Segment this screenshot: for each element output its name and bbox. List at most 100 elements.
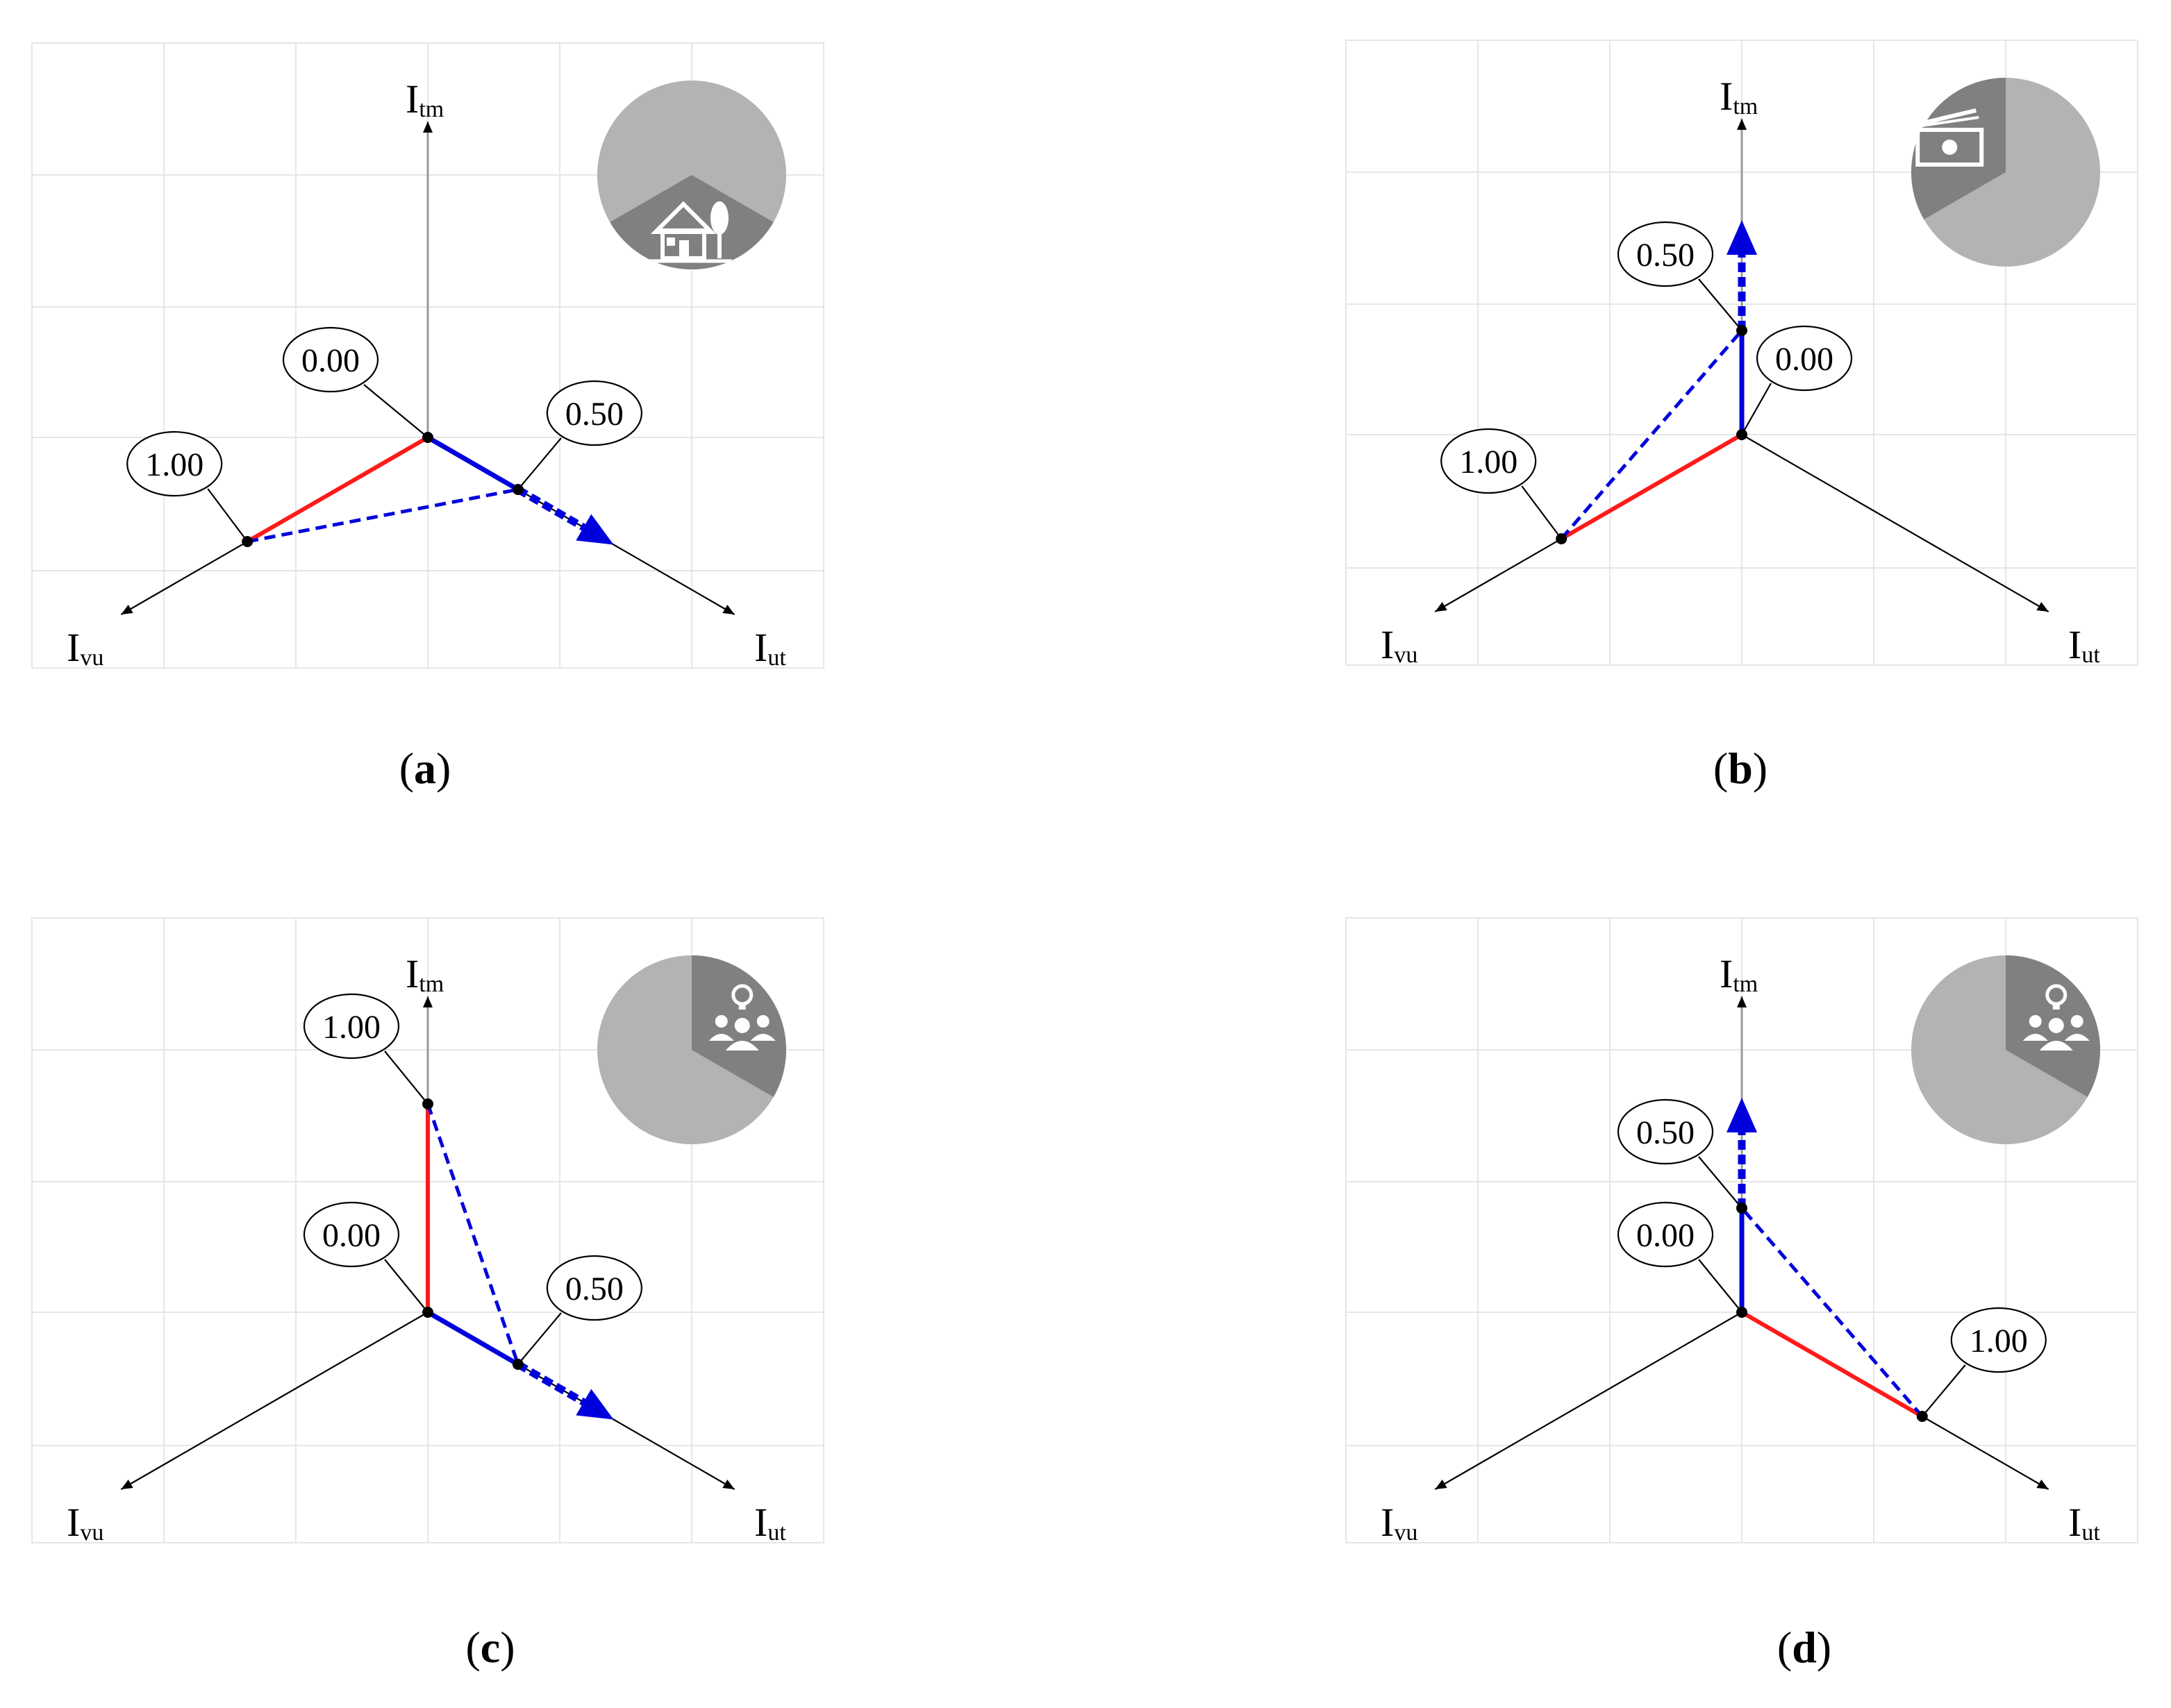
axis-label-ut: Iut (754, 625, 786, 671)
axis-label-tm: Itm (1720, 74, 1758, 119)
axis-ut (1741, 434, 2049, 612)
value-label-text: 1.00 (1970, 1323, 2028, 1359)
value-label-text: 0.00 (1775, 341, 1833, 378)
house-icon (649, 201, 732, 263)
axis-label-vu: Ivu (1381, 622, 1417, 668)
value-label-text: 0.50 (565, 396, 624, 433)
red-segment (1740, 1310, 1924, 1418)
person-center-head (734, 1018, 750, 1033)
axis-label-ut-sub: ut (767, 1520, 786, 1546)
direction-arrow-shaft (516, 1361, 590, 1409)
axis-label-vu: Ivu (1381, 1500, 1417, 1546)
person-right-head (2070, 1015, 2083, 1028)
value-label: 1.00 (303, 993, 429, 1105)
bulb-base (738, 1004, 746, 1010)
value-label-ellipse (303, 993, 400, 1060)
caption-d: (d) (1777, 1623, 1832, 1672)
axis-label-tm-sub: tm (1733, 971, 1758, 997)
value-label-text: 0.50 (565, 1271, 624, 1307)
direction-arrow-shaft (516, 486, 590, 534)
person-left-body (2022, 1034, 2048, 1041)
axis-arrow-tm (1737, 996, 1747, 1007)
axis-arrow-ut (2036, 1479, 2049, 1489)
value-label: 0.50 (1617, 221, 1742, 331)
team-idea-icon (2022, 984, 2090, 1050)
house-door (679, 240, 689, 258)
axis-arrow-tm (1737, 119, 1747, 130)
value-label-ellipse (1617, 1098, 1714, 1165)
frame (1345, 40, 2138, 666)
value-label: 1.00 (126, 430, 249, 542)
axis-label-tm-sub: tm (419, 971, 444, 997)
value-label-text: 0.00 (1636, 1217, 1695, 1254)
tree-trunk (717, 232, 722, 258)
person-center-head (2048, 1018, 2064, 1033)
person-right-head (756, 1015, 770, 1028)
value-label: 1.00 (1921, 1307, 2047, 1417)
value-label: 0.50 (517, 380, 643, 490)
value-label-ellipse (1617, 221, 1714, 287)
frame (1345, 917, 2138, 1543)
blue-segment (426, 1309, 519, 1367)
axis-vu (1434, 1312, 1742, 1490)
value-label: 0.00 (303, 1201, 429, 1313)
axis-arrow-vu (1435, 601, 1447, 612)
person-left-head (2029, 1015, 2042, 1028)
pie-chart (597, 81, 786, 269)
blue-segment (426, 435, 519, 492)
value-label-ellipse (282, 326, 379, 393)
axis-arrow-ut (2036, 601, 2049, 612)
bill-coin (1942, 140, 1958, 155)
axis-label-vu-sub: vu (80, 645, 103, 671)
axis-label-vu: Ivu (67, 1500, 103, 1546)
value-label-leader (1521, 485, 1563, 539)
pie-chart (597, 955, 786, 1144)
axis-label-tm: Itm (406, 76, 444, 122)
bill-back (1922, 108, 1977, 125)
value-label-leader (1698, 1259, 1742, 1313)
value-label-ellipse (1756, 325, 1853, 392)
value-label-leader (517, 437, 562, 490)
value-label: 0.00 (282, 326, 429, 438)
pie-highlight-slice (610, 175, 774, 269)
value-label-text: 1.00 (1459, 444, 1517, 480)
value-label-leader (517, 1312, 562, 1365)
value-label-text: 0.50 (1636, 237, 1695, 274)
red-segment (246, 435, 429, 544)
value-label-ellipse (546, 1255, 643, 1321)
axis-arrow-ut (722, 1479, 735, 1489)
value-label-ellipse (1617, 1201, 1714, 1268)
axis-arrow-tm (423, 122, 433, 133)
direction-arrow-head (1727, 1098, 1757, 1132)
axis-label-ut: Iut (2068, 622, 2100, 668)
axis-label-ut-sub: ut (2081, 642, 2100, 668)
axis-arrow-tm (423, 996, 433, 1007)
axis-arrow-vu (1435, 1479, 1447, 1489)
value-label-leader (1921, 1364, 1966, 1417)
value-label-text: 0.50 (1636, 1114, 1695, 1151)
axis-label-vu-sub: vu (1394, 1520, 1417, 1546)
tree-crown (710, 201, 729, 235)
caption-c: (c) (465, 1623, 515, 1672)
pie-chart (1911, 955, 2100, 1144)
axis-label-vu-sub: vu (80, 1520, 103, 1546)
dashed-connector (1740, 1207, 1924, 1418)
value-label-leader (1698, 278, 1742, 331)
direction-arrow-head (576, 514, 614, 545)
direction-arrow-head (576, 1389, 614, 1420)
axis-arrow-vu (121, 604, 133, 614)
value-label-leader (207, 488, 249, 542)
value-label-leader (384, 1259, 429, 1313)
value-label-ellipse (1440, 428, 1537, 494)
axis-label-tm-sub: tm (1733, 94, 1758, 119)
axis-arrow-ut (722, 604, 735, 614)
caption-a: (a) (399, 744, 451, 793)
money-icon (1915, 108, 1984, 167)
value-label: 0.00 (1741, 325, 1853, 435)
axis-arrow-vu (121, 1479, 133, 1489)
value-label-text: 0.00 (301, 342, 360, 379)
